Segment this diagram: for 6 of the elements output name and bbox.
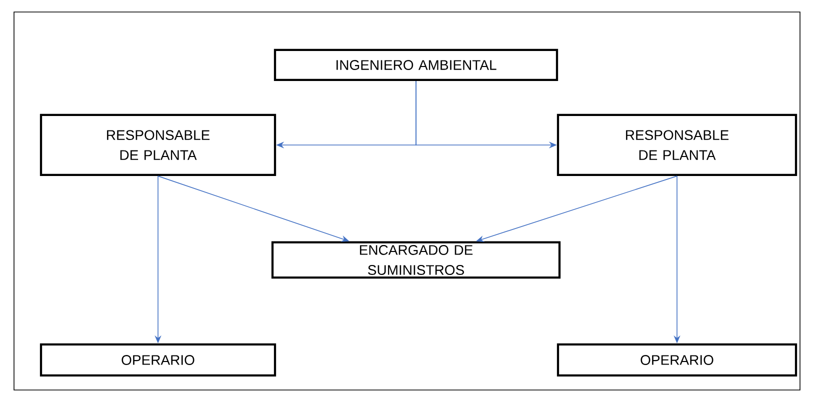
box: ENCARGADO DE SUMINISTROS	[271, 241, 561, 279]
box: RESPONSABLE DE PLANTA	[40, 114, 276, 176]
box: RESPONSABLE DE PLANTA	[556, 114, 798, 176]
box: INGENIERO AMBIENTAL	[274, 48, 558, 82]
box: OPERARIO	[556, 343, 798, 377]
box: OPERARIO	[40, 343, 276, 377]
